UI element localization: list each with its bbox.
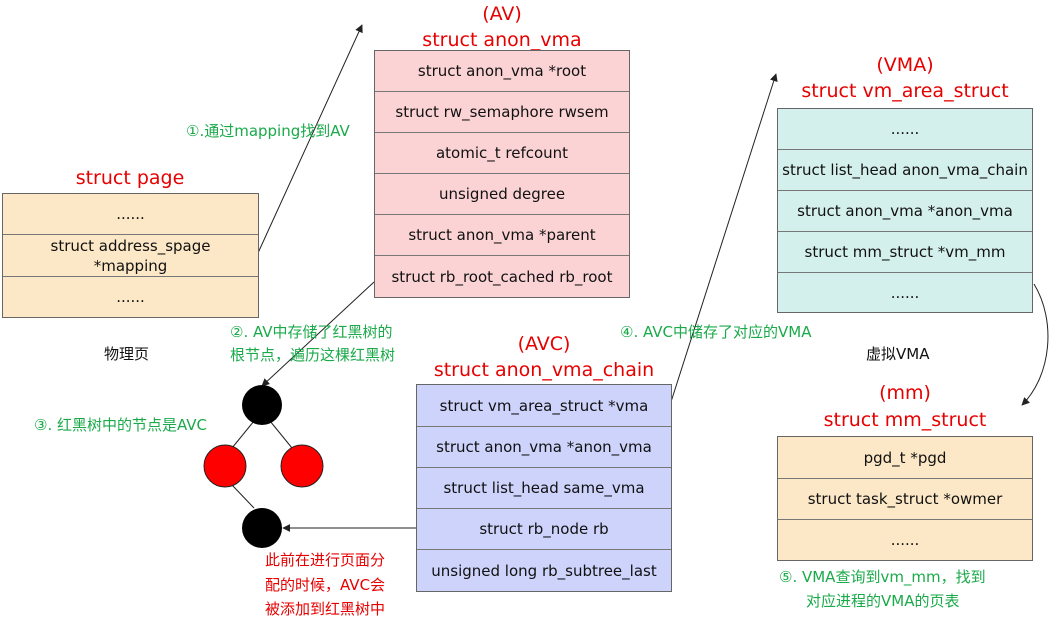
anon-vma-title: struct anon_vma [422, 29, 582, 51]
page-struct-box: ...... struct address_spage *mapping ...… [2, 193, 259, 318]
page-caption: 物理页 [104, 345, 150, 363]
vma-field: struct anon_vma *anon_vma [778, 191, 1032, 232]
avc-field-rb: struct rb_node rb [417, 509, 671, 550]
vma-field-vm-mm: struct mm_struct *vm_mm [778, 232, 1032, 273]
avc-field: struct list_head same_vma [417, 468, 671, 509]
avc-insert-note-line1: 此前在进行页面分 [265, 551, 386, 569]
avc-title: struct anon_vma_chain [433, 359, 655, 381]
avc-field: unsigned long rb_subtree_last [431, 561, 657, 580]
avc-tag: (AVC) [517, 333, 571, 355]
tree-edge-root-right [269, 420, 293, 449]
tree-edge-root-left [231, 420, 255, 449]
anon-vma-field: struct anon_vma *parent [375, 215, 629, 256]
vma-tag: (VMA) [876, 54, 934, 76]
mm-field: struct task_struct *owmer [778, 479, 1032, 520]
tree-edge-left-bottom [231, 484, 255, 509]
arrow-vma-to-mm [1021, 283, 1049, 406]
mm-struct-box: pgd_t *pgd struct task_struct *owmer ...… [777, 436, 1033, 561]
step2-note-line1: ②. AV中存储了红黑树的 [230, 323, 393, 341]
avc-insert-note-line3: 被添加到红黑树中 [265, 600, 386, 618]
vma-caption: 虚拟VMA [866, 345, 930, 363]
anon-vma-field: struct rw_semaphore rwsem [375, 92, 629, 133]
page-struct-title: struct page [75, 167, 185, 189]
page-field-mapping: struct address_spage *mapping [3, 235, 258, 277]
vma-field: struct list_head anon_vma_chain [778, 150, 1032, 191]
arrow-rbroot-to-node [261, 281, 375, 387]
anon-vma-field: unsigned degree [375, 174, 629, 215]
rb-node-root [242, 385, 282, 425]
page-field: ...... [3, 194, 258, 235]
mm-title: struct mm_struct [823, 409, 987, 431]
anon-vma-struct-box: struct anon_vma *root struct rw_semaphor… [374, 50, 630, 298]
step1-note: ①.通过mapping找到AV [186, 122, 350, 140]
anon-vma-field: atomic_t refcount [375, 133, 629, 174]
avc-field: struct anon_vma *anon_vma [417, 427, 671, 468]
rb-node-left [203, 444, 247, 488]
arrow-avc-to-vma [669, 73, 778, 406]
avc-insert-note-line2: 配的时候，AVC会 [265, 576, 386, 594]
rb-node-bottom [242, 508, 282, 548]
step5-note-line1: ⑤. VMA查询到vm_mm，找到 [779, 568, 986, 586]
arrow-page-to-anon-vma [257, 24, 363, 254]
vma-struct-box: ...... struct list_head anon_vma_chain s… [777, 108, 1033, 313]
step3-note: ③. 红黑树中的节点是AVC [34, 416, 208, 434]
page-field: ...... [116, 288, 145, 306]
step2-note-line2: 根节点，遍历这棵红黑树 [230, 346, 396, 364]
mm-field: pgd_t *pgd [778, 437, 1032, 479]
anon-vma-tag: (AV) [482, 3, 522, 25]
anon-vma-field-rb-root: struct rb_root_cached rb_root [391, 267, 613, 286]
anon-vma-field: struct anon_vma *root [375, 51, 629, 92]
rb-node-right [280, 444, 324, 488]
vma-field: ...... [778, 109, 1032, 150]
vma-field: ...... [890, 283, 920, 302]
mm-field: ...... [890, 531, 920, 549]
step5-note-line2: 对应进程的VMA的页表 [806, 592, 960, 610]
step4-note: ④. AVC中储存了对应的VMA [620, 323, 812, 341]
mm-tag: (mm) [879, 382, 931, 404]
avc-struct-box: struct vm_area_struct *vma struct anon_v… [416, 384, 672, 592]
vma-title: struct vm_area_struct [801, 80, 1009, 102]
avc-field-vma: struct vm_area_struct *vma [417, 385, 671, 427]
